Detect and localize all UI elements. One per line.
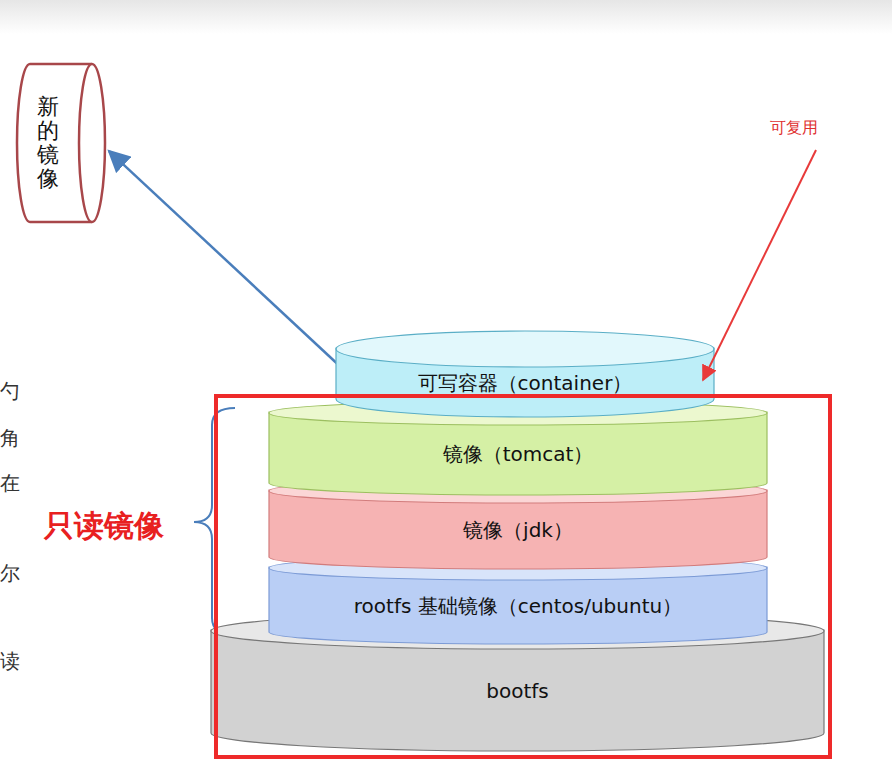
cut-text: 读	[0, 648, 20, 675]
new-image-cylinder: 新的镜像	[15, 62, 107, 224]
node-label: bootfs	[486, 679, 548, 703]
node-label: 可写容器（container）	[418, 370, 633, 397]
callout-text: 可复用	[770, 118, 818, 139]
cylinder-top	[269, 556, 767, 580]
node-label: rootfs 基础镜像（centos/ubuntu）	[354, 593, 682, 620]
leader-arrow	[703, 150, 816, 380]
cut-text: 角	[0, 425, 20, 452]
node-label: 新的镜像	[37, 95, 59, 192]
cylinder-top	[269, 401, 767, 425]
connector-arrow	[109, 151, 346, 372]
header-band	[0, 0, 892, 34]
cylinder-top	[269, 479, 767, 503]
container-layer: 可写容器（container）	[335, 330, 715, 418]
brace	[194, 408, 235, 635]
text-holder: 新的镜像	[15, 62, 107, 224]
cylinder-top	[211, 613, 824, 649]
cylinder-end	[79, 64, 105, 222]
node-label: 镜像（jdk）	[463, 517, 573, 544]
group-label: 只读镜像	[44, 506, 164, 547]
node-outline	[15, 62, 107, 224]
cut-text: 勺	[0, 378, 20, 405]
text-holder: 可写容器（container）	[335, 330, 715, 418]
node-label: 镜像（tomcat）	[443, 441, 594, 468]
cut-text: 尔	[0, 560, 20, 587]
cut-text: 在	[0, 470, 20, 497]
cylinder-top	[336, 331, 714, 367]
